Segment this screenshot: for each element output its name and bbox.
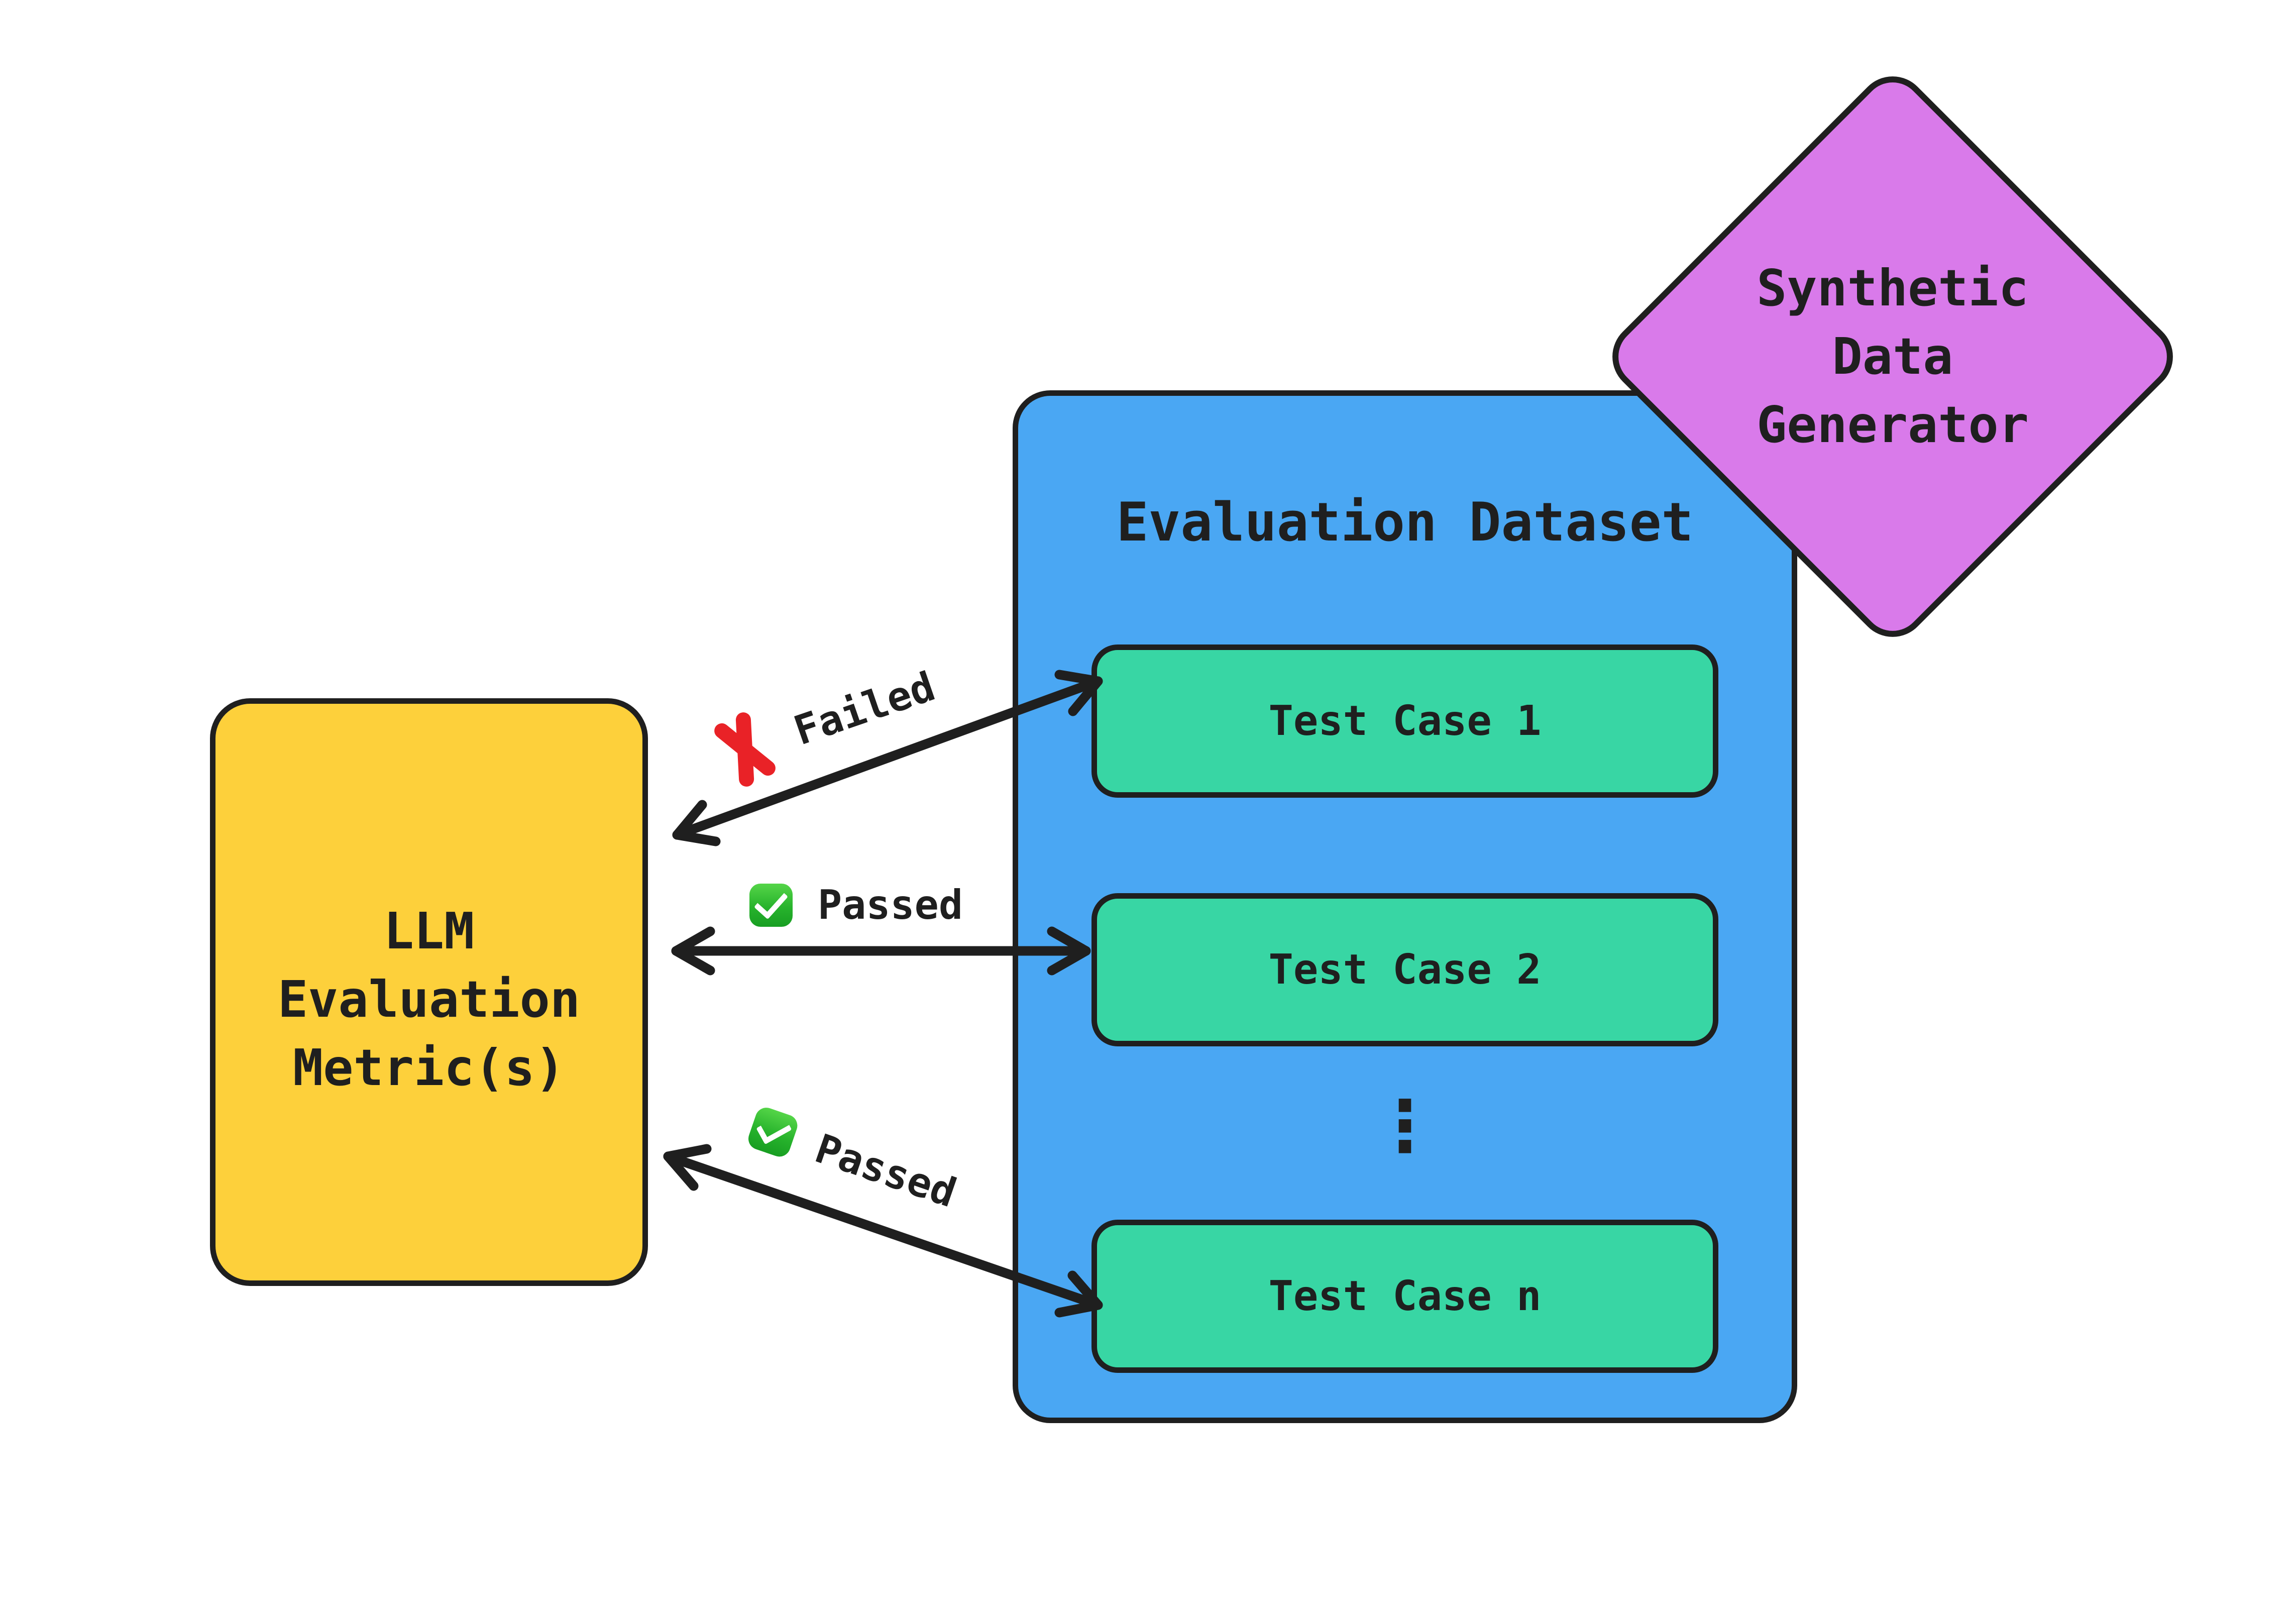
test-case-n-node: Test Case n [1091,1220,1718,1373]
test-case-1-label: Test Case 1 [1268,697,1542,745]
check-mark-icon [745,1104,801,1159]
test-case-n-label: Test Case n [1268,1272,1542,1320]
test-case-1-node: Test Case 1 [1091,644,1718,798]
failed-edge-text: Failed [788,663,941,755]
vertical-ellipsis: ⋮ [1370,1086,1440,1167]
synthetic-data-generator-inner: Synthetic Data Generator [1690,154,2095,559]
llm-evaluation-metrics-node: LLM Evaluation Metric(s) [210,698,648,1286]
evaluation-dataset-node: Evaluation Dataset Test Case 1 Test Case… [1013,390,1797,1423]
test-case-2-label: Test Case 2 [1268,946,1542,994]
failed-edge-label: Failed [697,647,946,799]
evaluation-dataset-title: Evaluation Dataset [1116,491,1694,553]
llm-evaluation-metrics-label: LLM Evaluation Metric(s) [277,902,581,1097]
passed-edge-text-bottom: Passed [809,1125,962,1217]
passed-edge-label-middle: Passed [749,882,963,928]
passed-edge-label-bottom: Passed [745,1103,962,1217]
synthetic-data-generator-label: Synthetic Data Generator [1757,259,2029,454]
cross-mark-icon [694,697,796,802]
test-case-2-node: Test Case 2 [1091,893,1718,1046]
passed-edge-text-middle: Passed [818,882,963,928]
check-mark-icon [749,883,793,927]
